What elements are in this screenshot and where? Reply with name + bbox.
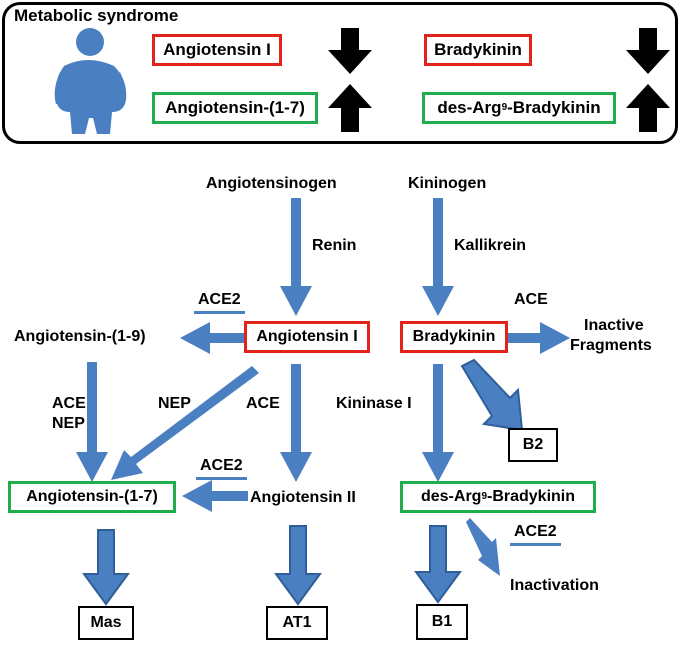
ace2-right-label: ACE2 [510,522,561,546]
ace2-inactivation-arrow [466,518,500,576]
kallikrein-label: Kallikrein [454,237,527,254]
nep-arrow [111,366,259,480]
person-icon [54,28,127,134]
metabolic-syndrome-panel [2,2,678,144]
ace2-left-arrow [180,322,244,354]
panel-bradykinin-box: Bradykinin [424,34,532,66]
ace-arrow [280,364,312,482]
ace2-top-label: ACE2 [194,290,245,314]
ace-nep-arrow [76,362,108,482]
ace-nep-label-nep: NEP [52,415,85,432]
inactive-fragments-label-2: Fragments [570,337,652,354]
ace-right-arrow [508,322,570,354]
panel-angiotensin-1-7-box: Angiotensin-(1-7) [152,92,318,124]
ace-label: ACE [246,395,280,412]
kininase-i-label: Kininase I [336,395,412,412]
ace-nep-label-ace: ACE [52,395,86,412]
kininase-i-arrow [422,364,454,482]
des-arg-suffix: -Bradykinin [487,488,576,505]
angiotensin-1-9-label: Angiotensin-(1-9) [14,328,146,345]
angiotensin-i-box: Angiotensin I [244,321,370,353]
bradykinin-b2-arrow [460,358,524,432]
arrow-up-icon [328,84,372,132]
b2-receptor-box: B2 [508,428,558,462]
angiotensin-1-7-mas-arrow [82,529,130,606]
panel-angiotensin-i-box: Angiotensin I [152,34,282,66]
ace2-mid-label: ACE2 [196,456,247,480]
des-arg-b1-arrow [414,525,462,604]
panel-des-arg-prefix: des-Arg [437,98,502,117]
renin-label: Renin [312,237,357,254]
bradykinin-box: Bradykinin [400,321,508,353]
b1-receptor-box: B1 [416,604,468,640]
renin-arrow [280,198,312,316]
at1-receptor-box: AT1 [266,606,328,640]
inactive-fragments-label-1: Inactive [584,317,644,334]
angiotensin-ii-at1-arrow [274,525,322,606]
arrow-down-icon [328,28,372,74]
angiotensin-1-7-box: Angiotensin-(1-7) [8,481,176,513]
des-arg-prefix: des-Arg [420,488,482,505]
nep-label: NEP [158,395,191,412]
arrow-down-icon [626,28,670,74]
kininogen-label: Kininogen [408,175,487,192]
inactivation-label: Inactivation [510,577,599,594]
ace-right-label: ACE [514,291,548,308]
panel-des-arg-suffix: -Bradykinin [507,98,601,117]
mas-receptor-box: Mas [78,606,134,640]
ace2-mid-arrow [182,480,248,512]
arrow-up-icon [626,84,670,132]
angiotensin-ii-label: Angiotensin II [250,489,356,506]
panel-title: Metabolic syndrome [14,6,179,25]
kallikrein-arrow [422,198,454,316]
angiotensinogen-label: Angiotensinogen [206,175,337,192]
